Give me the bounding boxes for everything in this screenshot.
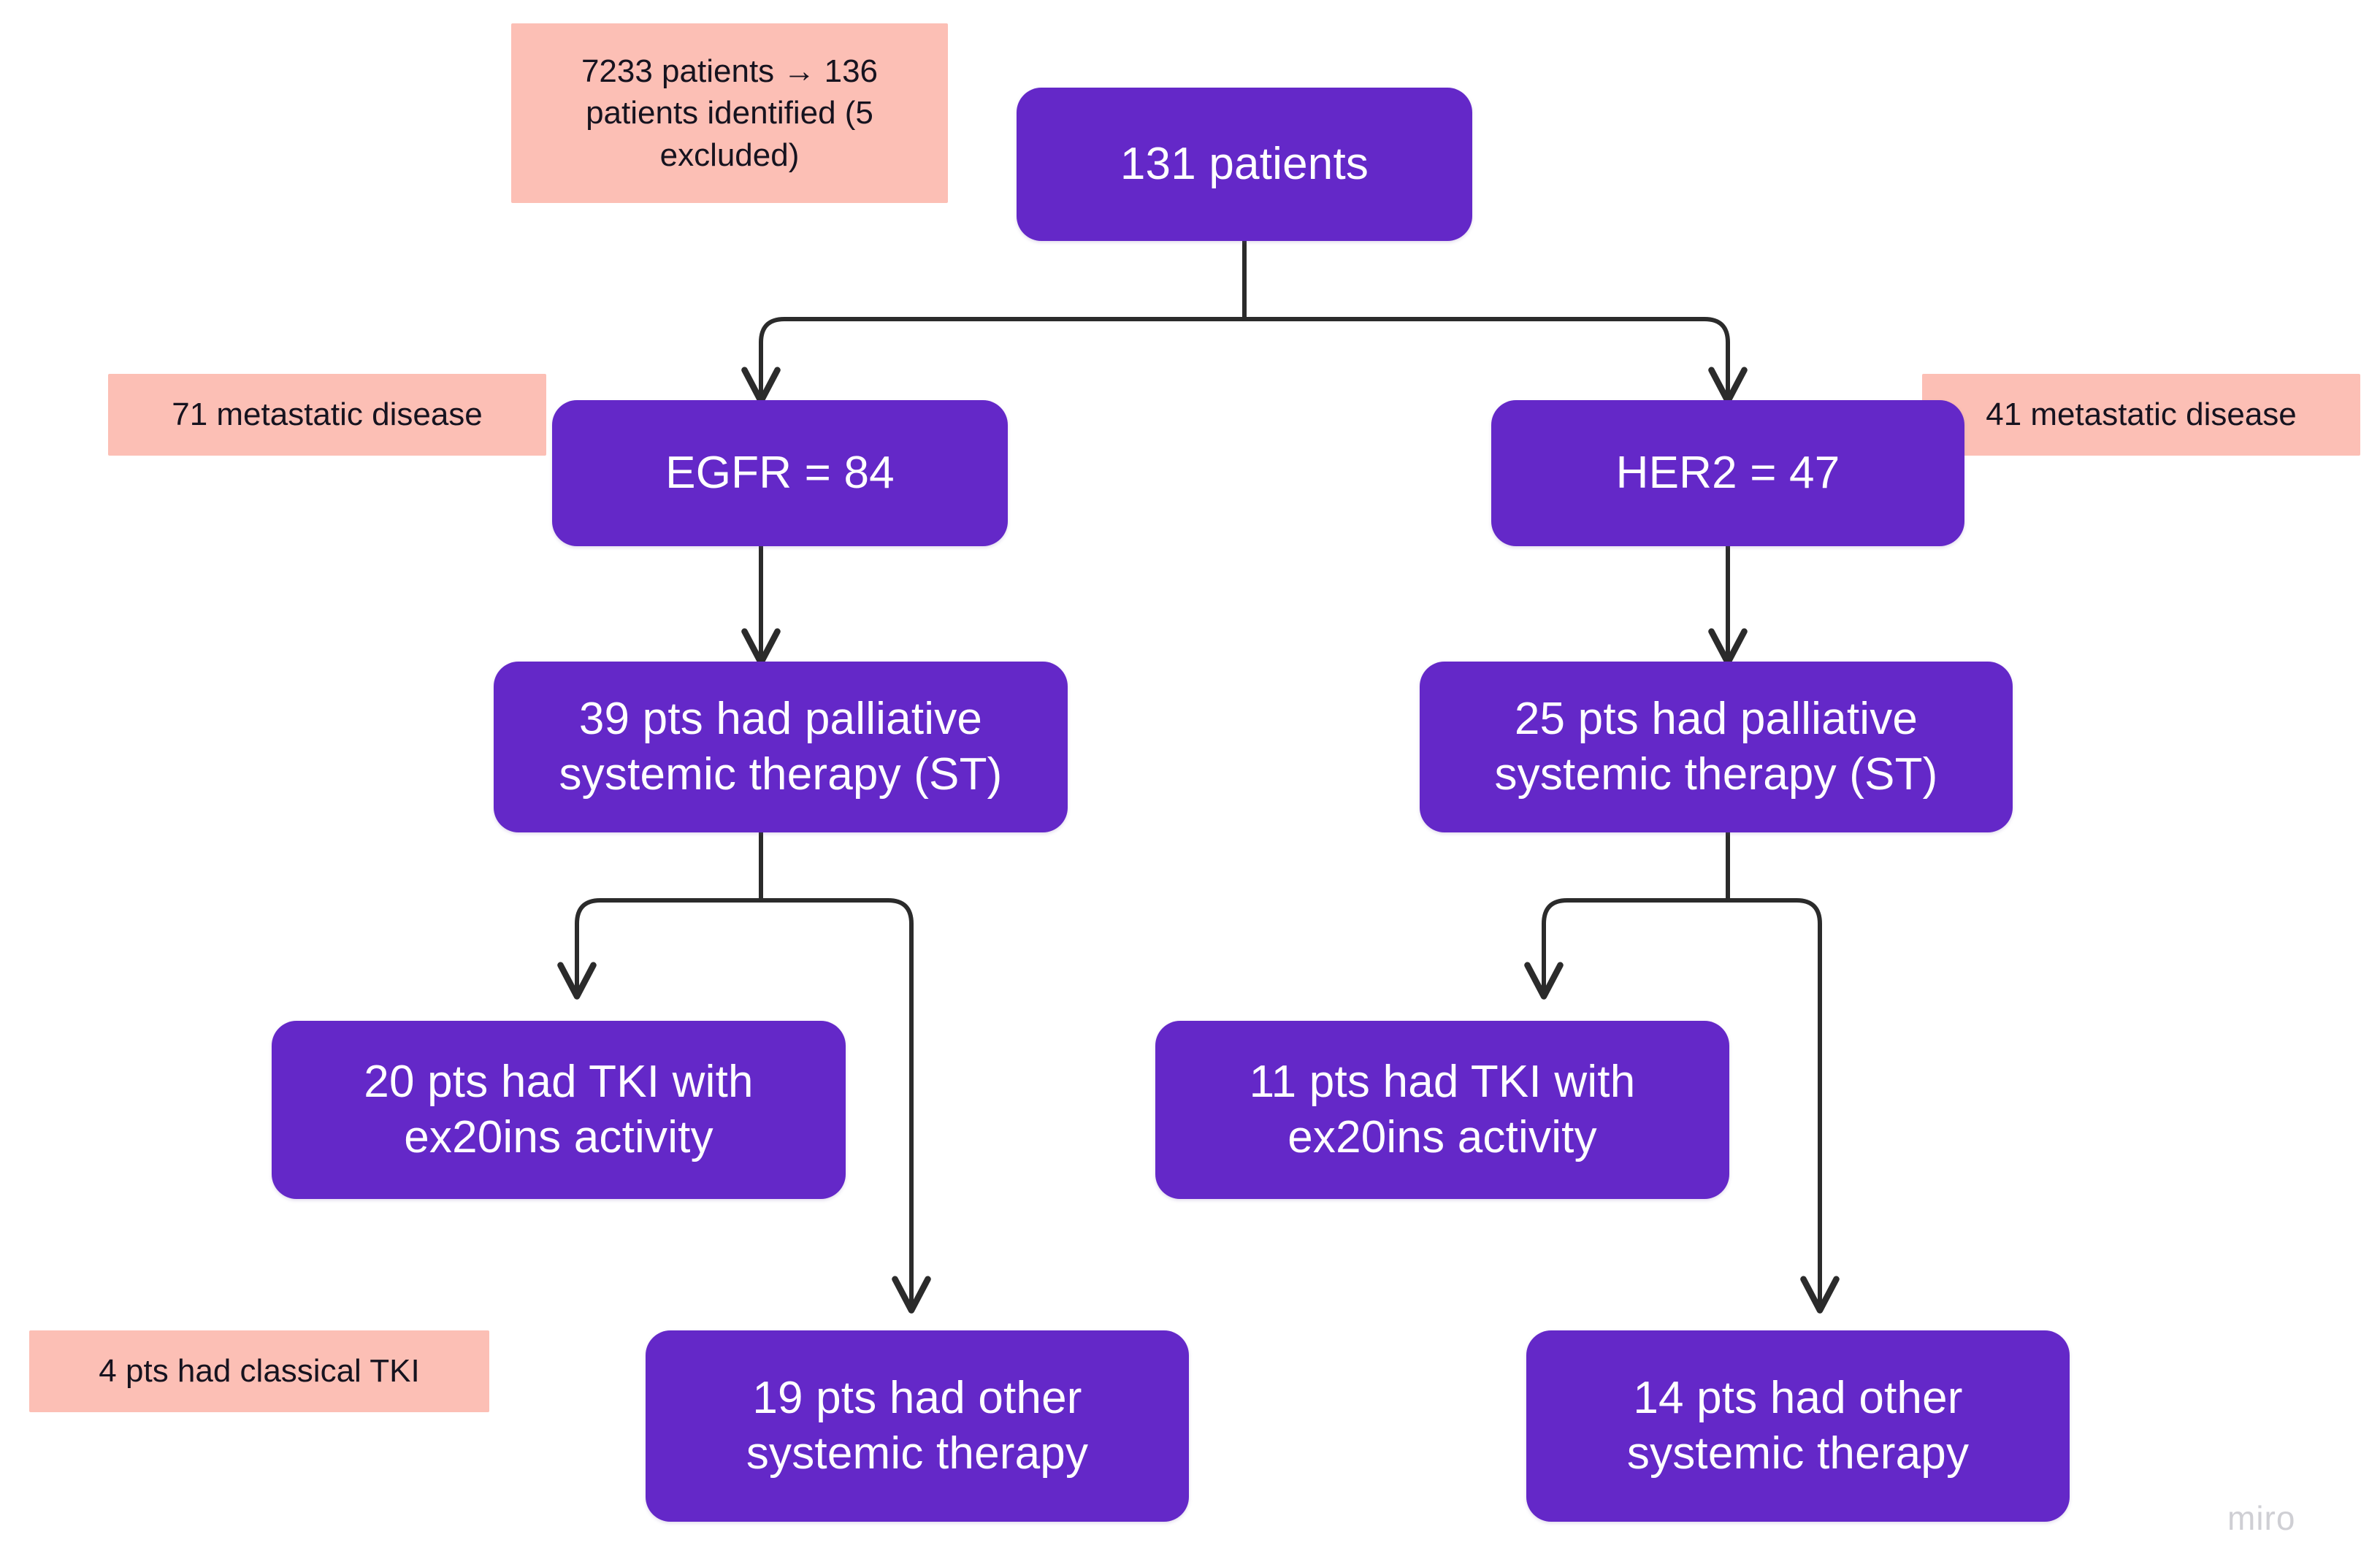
node-her2-label: HER2 = 47 [1615,448,1840,499]
node-egfr-palliative-st-label: 39 pts had palliative systemic therapy (… [559,694,1003,800]
node-her2[interactable]: HER2 = 47 [1491,400,1964,546]
node-her2-other-st-label: 14 pts had other systemic therapy [1626,1373,1970,1479]
note-egfr-metastatic-label: 71 metastatic disease [172,396,483,433]
note-screening-label: 7233 patients → 136 patients identified … [581,53,879,173]
edge-egfr-st-to-tki [557,898,763,1000]
miro-watermark: miro [2227,1499,2296,1537]
note-screening: 7233 patients → 136 patients identified … [511,23,948,203]
edge-root-to-her2 [1242,317,1748,405]
node-her2-tki-label: 11 pts had TKI with ex20ins activity [1249,1057,1636,1162]
note-classical-tki-label: 4 pts had classical TKI [99,1353,420,1390]
node-her2-palliative-st[interactable]: 25 pts had palliative systemic therapy (… [1420,662,2013,832]
note-her2-metastatic: 41 metastatic disease [1922,374,2360,456]
node-egfr-label: EGFR = 84 [665,448,895,499]
node-root-patients[interactable]: 131 patients [1017,88,1472,241]
edge-her2-st-to-other [1726,898,1840,1314]
node-egfr[interactable]: EGFR = 84 [552,400,1008,546]
edge-her2-st-to-tki [1524,898,1730,1000]
node-egfr-tki[interactable]: 20 pts had TKI with ex20ins activity [272,1021,846,1199]
note-her2-metastatic-label: 41 metastatic disease [1986,396,2297,433]
node-her2-tki[interactable]: 11 pts had TKI with ex20ins activity [1155,1021,1729,1199]
node-egfr-other-st-label: 19 pts had other systemic therapy [746,1373,1089,1479]
node-egfr-tki-label: 20 pts had TKI with ex20ins activity [364,1057,754,1162]
node-egfr-palliative-st[interactable]: 39 pts had palliative systemic therapy (… [494,662,1068,832]
note-classical-tki: 4 pts had classical TKI [29,1330,489,1412]
node-her2-other-st[interactable]: 14 pts had other systemic therapy [1526,1330,2070,1522]
node-root-patients-label: 131 patients [1120,139,1369,190]
node-egfr-other-st[interactable]: 19 pts had other systemic therapy [646,1330,1189,1522]
note-egfr-metastatic: 71 metastatic disease [108,374,546,456]
node-her2-palliative-st-label: 25 pts had palliative systemic therapy (… [1494,694,1938,800]
edge-root-to-egfr [741,317,1247,405]
